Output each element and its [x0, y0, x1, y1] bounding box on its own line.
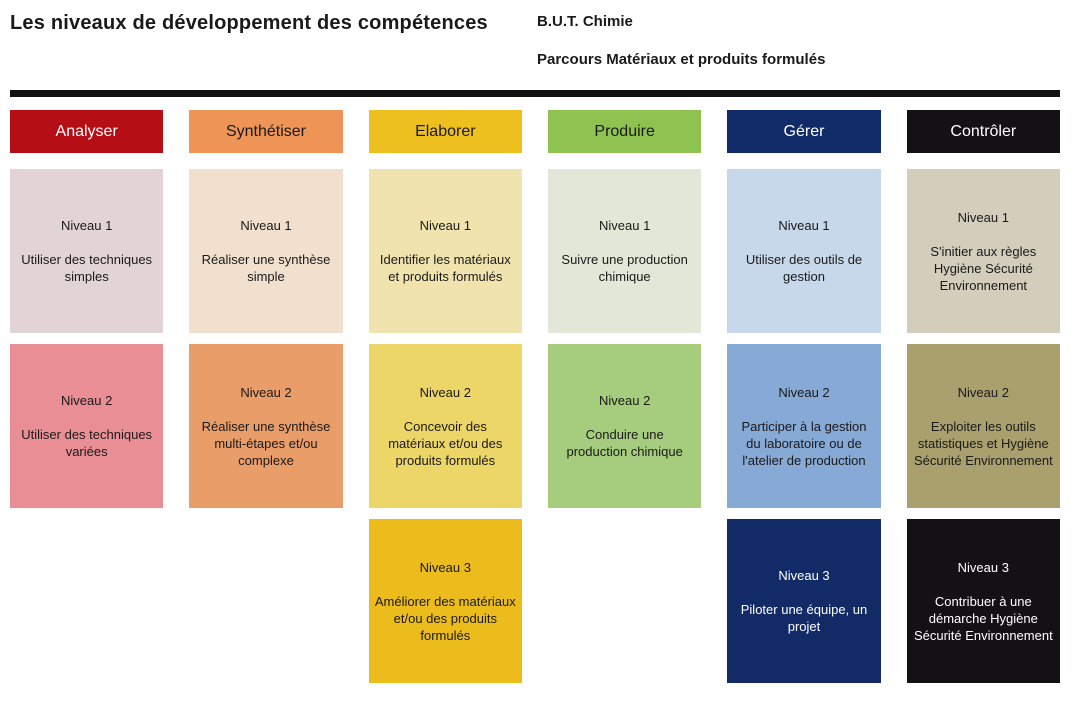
level-title: Niveau 2	[957, 384, 1009, 400]
level-card-analyser-n1: Niveau 1 Utiliser des techniques simples	[10, 169, 164, 333]
level-description: Conduire une production chimique	[566, 427, 683, 459]
column-header-label: Elaborer	[415, 122, 476, 140]
level-card-elaborer-n3: Niveau 3 Améliorer des matériaux et/ou de…	[368, 519, 522, 683]
level-description: Utiliser des techniques simples	[21, 252, 153, 284]
level-card-gerer-n3: Niveau 3 Piloter une équipe, un projet	[727, 519, 881, 683]
level-title: Niveau 3	[957, 559, 1009, 575]
level-card-analyser-n2: Niveau 2 Utiliser des techniques variées	[10, 344, 164, 508]
column-header-label: Produire	[594, 122, 655, 140]
level-description: Identifier les matériaux et produits for…	[379, 252, 511, 284]
page-title: Les niveaux de développement des compéte…	[10, 12, 488, 34]
level-card-controler-n2: Niveau 2 Exploiter les outils statistique…	[906, 344, 1060, 508]
divider-bar	[10, 90, 1060, 97]
level-title: Niveau 1	[240, 218, 292, 233]
level-title: Niveau 2	[599, 393, 651, 408]
level-description: S'initier aux règles Hygiène Sécurité En…	[930, 243, 1037, 293]
column-header-synthetiser: Synthétiser	[189, 110, 343, 153]
level-description: Suivre une production chimique	[561, 252, 688, 284]
column-header-controler: Contrôler	[906, 110, 1060, 153]
column-header-label: Contrôler	[950, 122, 1017, 140]
competences-page: Les niveaux de développement des compéte…	[10, 10, 1060, 683]
level-title: Niveau 1	[957, 209, 1009, 225]
level-title: Niveau 3	[778, 568, 830, 583]
level-description: Améliorer des matériaux et/ou des produi…	[374, 593, 516, 643]
level-description: Participer à la gestion du laboratoire o…	[741, 418, 867, 468]
program-block: B.U.T. Chimie Parcours Matériaux et prod…	[537, 10, 825, 68]
column-header-row: Analyser Synthétiser Elaborer Produire Gérer…	[10, 110, 1060, 153]
level-description: Exploiter les outils statistiques et Hyg…	[913, 418, 1053, 468]
column-header-label: Synthétiser	[225, 122, 307, 140]
level-description: Utiliser des techniques variées	[21, 427, 153, 459]
level-title: Niveau 1	[61, 218, 113, 233]
level-card-synthetiser-n2: Niveau 2 Réaliser une synthèse multi-étap…	[189, 344, 343, 508]
level-card-gerer-n2: Niveau 2 Participer à la gestion du labor…	[727, 344, 881, 508]
level-card-synthetiser-n1: Niveau 1 Réaliser une synthèse simple	[189, 169, 343, 333]
column-header-produire: Produire	[547, 110, 702, 153]
column-header-analyser: Analyser	[10, 110, 164, 153]
level-card-elaborer-n2: Niveau 2 Concevoir des matériaux et/ou de…	[368, 344, 522, 508]
column-header-label: Gérer	[783, 122, 825, 140]
level-description: Piloter une équipe, un projet	[740, 602, 868, 634]
level-description: Réaliser une synthèse simple	[201, 252, 331, 284]
level-card-produire-n1: Niveau 1 Suivre une production chimique	[547, 169, 702, 333]
level-title: Niveau 2	[778, 384, 830, 400]
level-card-controler-n3: Niveau 3 Contribuer à une démarche Hygièn…	[906, 519, 1060, 683]
level-title: Niveau 1	[778, 218, 830, 233]
level-title: Niveau 2	[61, 393, 113, 408]
column-header-gerer: Gérer	[727, 110, 881, 153]
level-title: Niveau 1	[419, 218, 471, 233]
column-header-label: Analyser	[55, 122, 118, 140]
level-card-produire-n2: Niveau 2 Conduire une production chimique	[547, 344, 702, 508]
level-card-controler-n1: Niveau 1 S'initier aux règles Hygiène Séc…	[906, 169, 1060, 333]
level-title: Niveau 2	[240, 384, 292, 400]
level-description: Contribuer à une démarche Hygiène Sécuri…	[913, 593, 1053, 643]
level-title: Niveau 3	[419, 559, 471, 575]
level-card-elaborer-n1: Niveau 1 Identifier les matériaux et prod…	[368, 169, 522, 333]
page-header: Les niveaux de développement des compéte…	[10, 10, 1060, 68]
track-name: Parcours Matériaux et produits formulés	[537, 51, 826, 68]
level-description: Utiliser des outils de gestion	[745, 252, 863, 284]
level-description: Concevoir des matériaux et/ou des produi…	[388, 418, 503, 468]
column-header-elaborer: Elaborer	[368, 110, 522, 153]
level-description: Réaliser une synthèse multi-étapes et/ou…	[201, 418, 331, 468]
level-title: Niveau 2	[419, 384, 471, 400]
program-name: B.U.T. Chimie	[537, 13, 633, 30]
level-title: Niveau 1	[599, 218, 651, 233]
level-card-gerer-n1: Niveau 1 Utiliser des outils de gestion	[727, 169, 881, 333]
